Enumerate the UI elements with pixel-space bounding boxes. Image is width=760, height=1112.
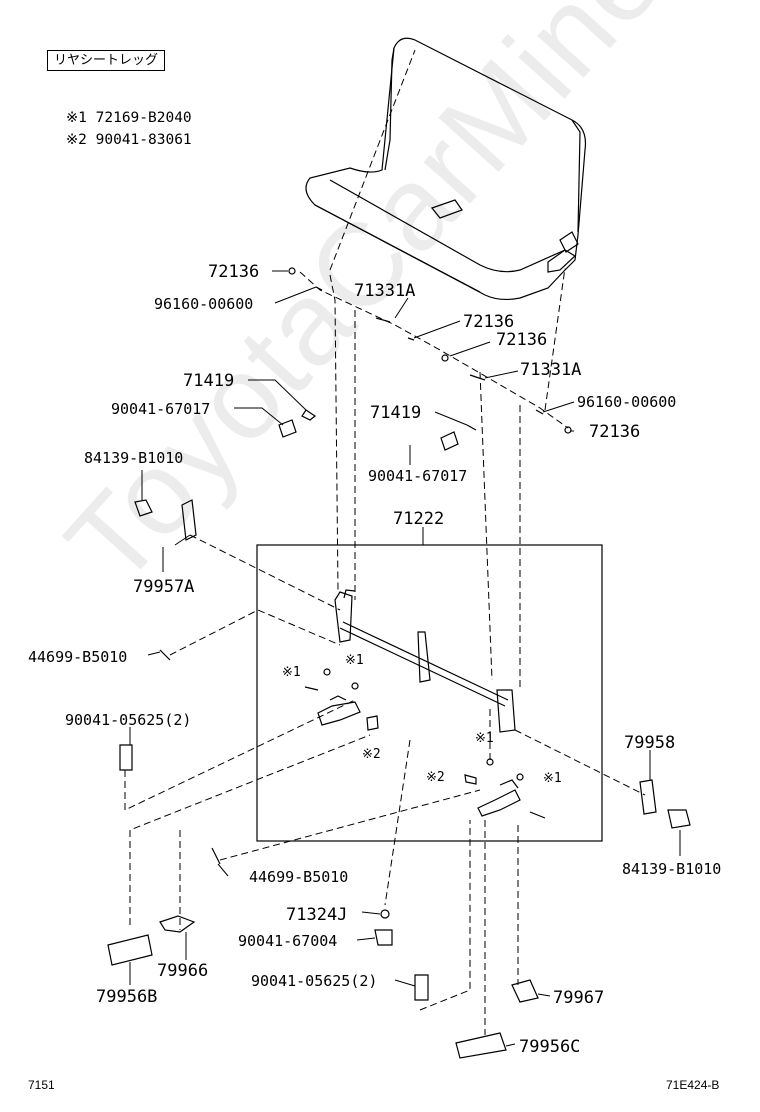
diagram-title: リヤシートレッグ (47, 50, 166, 71)
label-71419-a: 71419 (183, 371, 234, 391)
label-mark2-b: ※2 (426, 770, 445, 785)
label-90041-05625-b: 90041-05625(2) (251, 972, 377, 990)
label-mark2-a: ※2 (362, 747, 381, 762)
label-96160-a: 96160-00600 (154, 295, 253, 313)
label-72136-b: 72136 (463, 312, 514, 332)
label-79967: 79967 (553, 988, 604, 1008)
label-mark1-d: ※1 (543, 771, 562, 786)
assembly-71222-frame (256, 544, 603, 842)
label-79956B: 79956B (96, 987, 157, 1007)
seat-leg-pipe (334, 589, 516, 733)
label-79958: 79958 (624, 733, 675, 753)
label-44699-a: 44699-B5010 (28, 648, 127, 666)
fasteners (107, 267, 691, 1059)
label-mark1-c: ※1 (475, 731, 494, 746)
rear-seat-illustration (305, 37, 587, 301)
label-mark1-a: ※1 (282, 665, 301, 680)
label-90041-67004: 90041-67004 (238, 932, 337, 950)
label-71419-b: 71419 (370, 403, 421, 423)
label-71331A-a: 71331A (354, 281, 415, 301)
lock-bracket-left (304, 668, 379, 731)
callout-labels: 72136 96160-00600 71331A 72136 72136 713… (28, 262, 721, 1057)
label-84139-b: 84139-B1010 (622, 860, 721, 878)
note-1-mark: ※1 (66, 110, 87, 126)
lock-bracket-right (464, 758, 546, 819)
leader-lines (129, 270, 681, 1047)
footer-page-code: 7151 (28, 1078, 55, 1092)
label-71331A-b: 71331A (520, 360, 581, 380)
label-79956C: 79956C (519, 1037, 580, 1057)
label-44699-b: 44699-B5010 (249, 868, 348, 886)
label-mark1-b: ※1 (345, 653, 364, 668)
label-90041-05625-a: 90041-05625(2) (65, 711, 191, 729)
note-2-mark: ※2 (66, 132, 87, 148)
note-1-part: 72169-B2040 (95, 110, 192, 126)
label-90041-67017-b: 90041-67017 (368, 467, 467, 485)
note-1: ※1 72169-B2040 (66, 110, 192, 126)
label-84139-a: 84139-B1010 (84, 449, 183, 467)
label-72136-d: 72136 (589, 422, 640, 442)
note-2: ※2 90041-83061 (66, 132, 192, 148)
label-79957A: 79957A (133, 577, 194, 597)
label-79966: 79966 (157, 961, 208, 981)
label-71324J: 71324J (286, 905, 347, 925)
label-71222: 71222 (393, 509, 444, 529)
alignment-lines (124, 49, 646, 1035)
label-90041-67017-a: 90041-67017 (111, 400, 210, 418)
label-96160-b: 96160-00600 (577, 393, 676, 411)
label-72136-c: 72136 (496, 330, 547, 350)
note-2-part: 90041-83061 (95, 132, 192, 148)
footer-figure-code: 71E424-B (666, 1078, 720, 1092)
label-72136-a: 72136 (208, 262, 259, 282)
